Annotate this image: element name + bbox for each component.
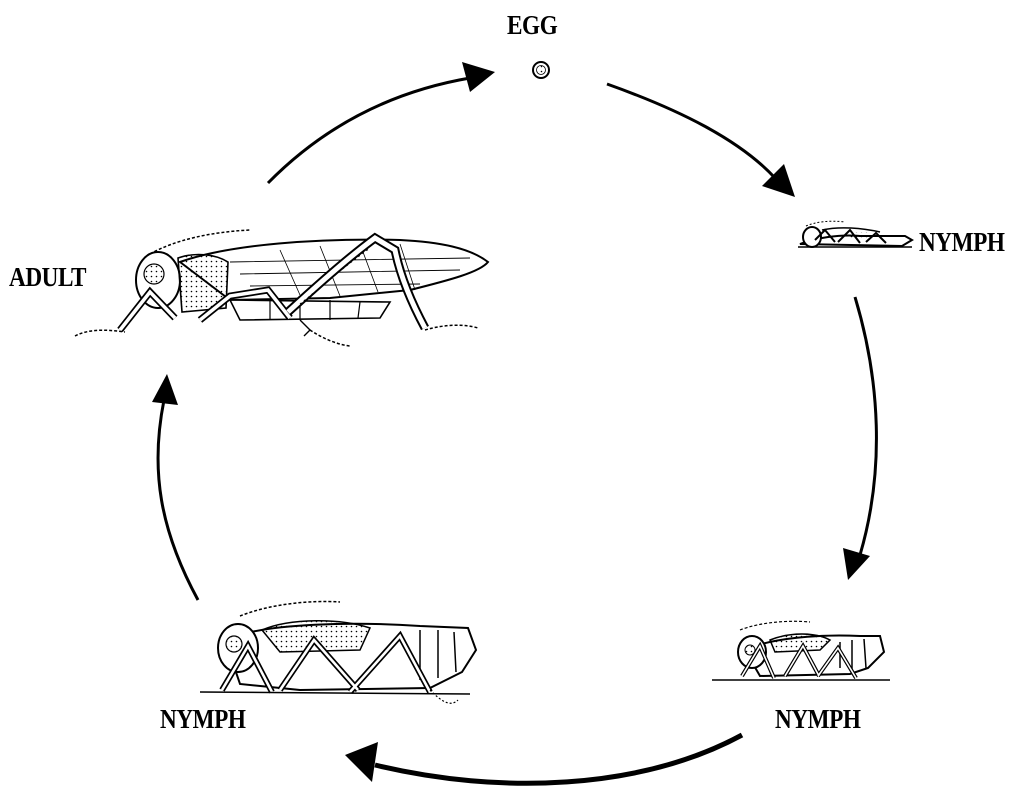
nymph-2-illustration (712, 621, 890, 680)
adult-label: ADULT (9, 262, 86, 293)
arrow-nymph-1-to-nymph-2 (843, 297, 876, 580)
egg-label: EGG (507, 10, 557, 41)
nymph-2-label: NYMPH (775, 704, 861, 735)
nymph-3-illustration (200, 602, 476, 704)
nymph-1-illustration (798, 221, 912, 247)
egg-illustration (533, 62, 549, 78)
arrow-nymph-2-to-nymph-3 (345, 735, 742, 783)
nymph-1-label: NYMPH (919, 227, 1005, 258)
arrow-nymph-3-to-adult (152, 374, 198, 600)
arrow-egg-to-nymph-1 (607, 84, 795, 197)
arrow-adult-to-egg (268, 62, 495, 183)
nymph-3-label: NYMPH (160, 704, 246, 735)
adult-illustration (75, 230, 488, 346)
